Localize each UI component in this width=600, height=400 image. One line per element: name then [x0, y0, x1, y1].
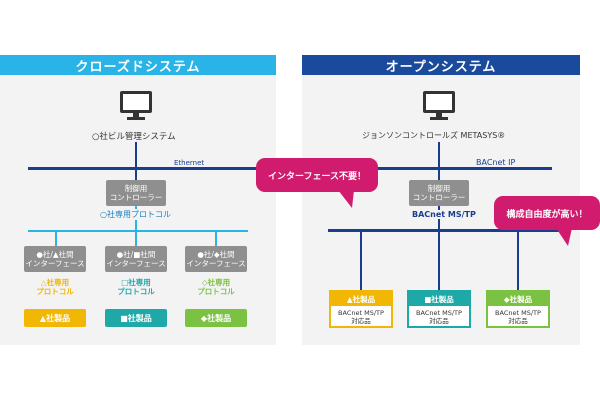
- open-product-3-desc-line1: BACnet MS/TP: [495, 309, 541, 317]
- open-p3-link: [517, 232, 519, 290]
- open-controller: 制御用 コントローラー: [409, 180, 469, 206]
- closed-protocol-1-line1: △社専用: [40, 278, 70, 287]
- open-controller-line1: 制御用: [427, 183, 451, 193]
- closed-controller-line1: 制御用: [124, 183, 148, 193]
- monitor-icon: [120, 91, 152, 120]
- open-controller-line2: コントローラー: [412, 193, 466, 202]
- open-system-title: オープンシステム: [302, 55, 580, 75]
- open-product-3: ◆社製品 BACnet MS/TP 対応品: [486, 290, 550, 328]
- closed-product-1: ▲社製品: [24, 309, 86, 327]
- callout-no-interface: インターフェース不要！: [256, 158, 378, 192]
- closed-interface-1-line1: ●社/▲社間: [36, 249, 74, 259]
- closed-product-3: ◆社製品: [185, 309, 247, 327]
- open-product-1-desc-line1: BACnet MS/TP: [338, 309, 384, 317]
- closed-protocol-2-line2: プロトコル: [117, 287, 155, 297]
- open-product-1-name: ▲社製品: [331, 292, 391, 306]
- closed-protocol-2-line1: □社専用: [121, 278, 151, 287]
- closed-interface-3: ●社/◆社間 インターフェース: [185, 246, 247, 272]
- closed-product-2: ■社製品: [105, 309, 167, 327]
- closed-if2-link: [135, 232, 137, 246]
- closed-protocol-line: [28, 230, 248, 232]
- open-bacnet-mstp-label: BACnet MS/TP: [410, 210, 478, 219]
- closed-bms-link: [135, 142, 137, 168]
- closed-protocol-label: ○社専用プロトコル: [98, 209, 173, 220]
- callout-flexibility-tail: [556, 228, 572, 246]
- closed-if3-link: [215, 232, 217, 246]
- closed-system-title: クローズドシステム: [0, 55, 276, 75]
- closed-interface-1: ●社/▲社間 インターフェース: [24, 246, 86, 272]
- closed-protocol-1: △社専用 プロトコル: [24, 278, 86, 297]
- open-product-3-name: ◆社製品: [488, 292, 548, 306]
- open-mstp-line: [328, 229, 568, 232]
- closed-protocol-1-line2: プロトコル: [36, 287, 74, 297]
- open-bms-link: [438, 142, 440, 168]
- closed-controller: 制御用 コントローラー: [106, 180, 166, 206]
- closed-protocol-3-line1: ◇社専用: [201, 278, 231, 287]
- callout-flexibility: 構成自由度が高い！: [494, 196, 600, 230]
- open-product-1: ▲社製品 BACnet MS/TP 対応品: [329, 290, 393, 328]
- open-product-2: ■社製品 BACnet MS/TP 対応品: [407, 290, 471, 328]
- open-product-2-name: ■社製品: [409, 292, 469, 306]
- closed-protocol-3: ◇社専用 プロトコル: [185, 278, 247, 297]
- closed-interface-2: ●社/■社間 インターフェース: [105, 246, 167, 272]
- open-product-1-desc-line2: 対応品: [351, 317, 371, 326]
- closed-if1-link: [55, 232, 57, 246]
- open-bacnet-ip-line: [302, 167, 552, 170]
- open-product-1-desc: BACnet MS/TP 対応品: [331, 306, 391, 326]
- open-product-2-desc-line1: BACnet MS/TP: [416, 309, 462, 317]
- closed-interface-2-line2: インターフェース: [106, 259, 166, 268]
- closed-ethernet-label: Ethernet: [172, 159, 207, 167]
- open-product-3-desc: BACnet MS/TP 対応品: [488, 306, 548, 326]
- closed-ethernet-line: [28, 167, 276, 170]
- open-product-3-desc-line2: 対応品: [508, 317, 528, 326]
- closed-interface-3-line2: インターフェース: [186, 259, 246, 268]
- open-controller-link: [438, 170, 440, 180]
- closed-controller-link: [135, 170, 137, 180]
- closed-controller-line2: コントローラー: [109, 193, 163, 202]
- closed-protocol-2: □社専用 プロトコル: [105, 278, 167, 297]
- closed-interface-3-line1: ●社/◆社間: [197, 249, 235, 259]
- closed-interface-1-line2: インターフェース: [25, 259, 85, 268]
- open-product-2-desc: BACnet MS/TP 対応品: [409, 306, 469, 326]
- open-p2-link: [438, 232, 440, 290]
- callout-no-interface-tail: [338, 190, 354, 208]
- open-product-2-desc-line2: 対応品: [429, 317, 449, 326]
- closed-bms-label: ○社ビル管理システム: [92, 132, 176, 142]
- monitor-icon: [423, 91, 455, 120]
- closed-interface-2-line1: ●社/■社間: [116, 249, 156, 259]
- open-bacnet-ip-label: BACnet IP: [474, 158, 518, 167]
- open-bms-label: ジョンソンコントロールズ METASYS®: [362, 131, 506, 140]
- open-p1-link: [360, 232, 362, 290]
- closed-protocol-3-line2: プロトコル: [197, 287, 235, 297]
